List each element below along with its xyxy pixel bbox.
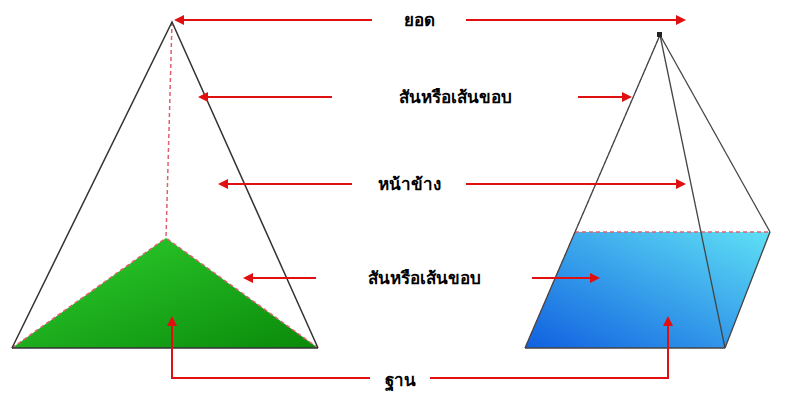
side-face-label: หน้าข้าง	[374, 173, 445, 195]
leader-arrows	[172, 20, 684, 378]
square-pyramid	[525, 32, 770, 348]
edge-label: สันหรือเส้นขอบ	[395, 86, 516, 108]
edge-label: สันหรือเส้นขอบ	[364, 267, 485, 289]
apex-label: ยอด	[400, 9, 439, 31]
base-label: ฐาน	[381, 369, 420, 391]
